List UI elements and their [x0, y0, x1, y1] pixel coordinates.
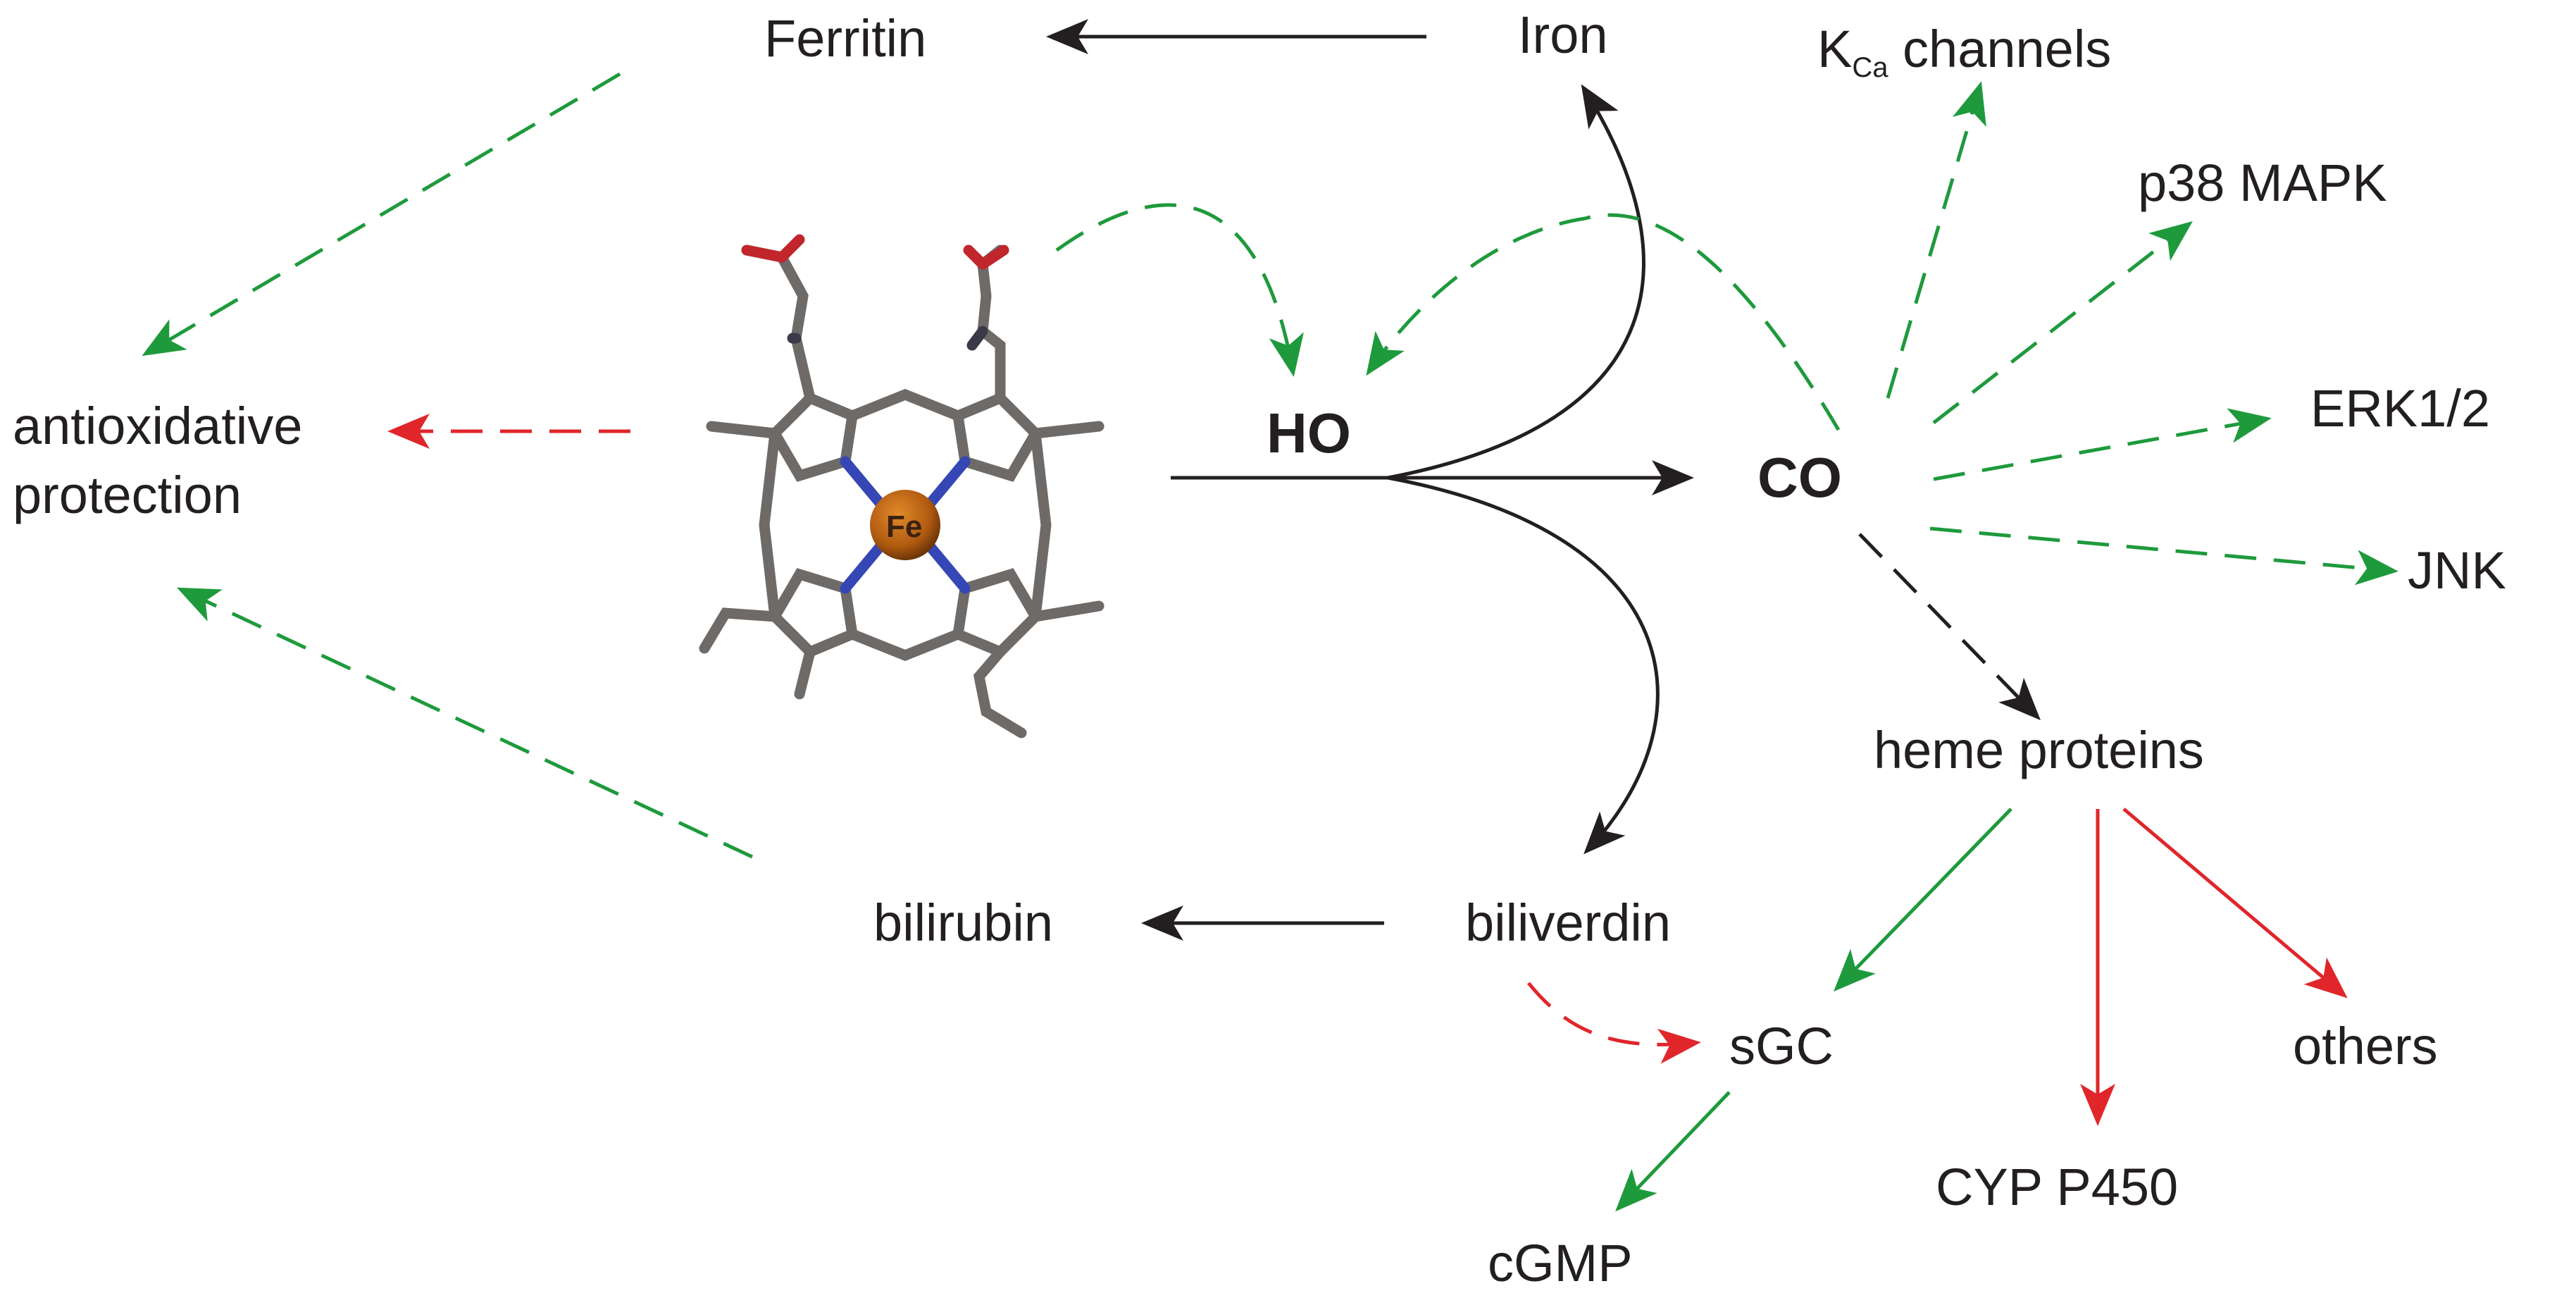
iron-label: Iron	[1518, 6, 1608, 64]
ferritin-label: Ferritin	[764, 9, 926, 68]
co-to-kca-arrow	[1886, 81, 1986, 399]
green-arrows	[142, 72, 2398, 1212]
fe-label: Fe	[886, 509, 922, 544]
p38-label: p38 MAPK	[2138, 154, 2387, 212]
ho-label: HO	[1267, 402, 1351, 464]
bilirubin-to-antioxidative-arrow	[176, 587, 754, 859]
black-arrows	[1046, 19, 2041, 941]
biliverdin-to-sgc-arrow	[1527, 982, 1701, 1064]
kca-channels-label: KCa channels	[1817, 20, 2111, 83]
heme-proteins-label: heme proteins	[1874, 721, 2204, 779]
jnk-label: JNK	[2408, 541, 2506, 600]
cyp-p450-label: CYP P450	[1936, 1158, 2178, 1216]
ferritin-to-antioxidative-arrow	[142, 72, 621, 357]
heme-proteins-to-others-arrow	[2122, 808, 2348, 999]
co-to-heme-proteins-arrow	[1858, 533, 2041, 721]
co-to-jnk-arrow	[1929, 526, 2398, 586]
heme-proteins-to-sgc-arrow	[1834, 808, 2012, 992]
co-to-p38-arrow	[1932, 221, 2193, 424]
erk-label: ERK1/2	[2310, 379, 2490, 438]
antioxidative-line2-label: protection	[13, 466, 242, 524]
co-to-erk-arrow	[1933, 408, 2272, 481]
iron-atom	[870, 490, 940, 560]
co-label: CO	[1757, 446, 1842, 509]
heme-to-ho-arrow	[1055, 203, 1304, 377]
kca-k: K	[1817, 20, 1852, 78]
kca-rest: channels	[1889, 20, 2112, 78]
sgc-to-cgmp-arrow	[1615, 1091, 1731, 1212]
bilirubin-label: bilirubin	[873, 894, 1053, 952]
biliverdin-label: biliverdin	[1465, 894, 1671, 952]
kca-sub: Ca	[1852, 52, 1889, 83]
ho-to-biliverdin-arrow	[1387, 476, 1660, 855]
cgmp-label: cGMP	[1488, 1234, 1633, 1292]
co-to-ho-arrow	[1366, 213, 1841, 431]
node-labels: Ferritin Iron KCa channels p38 MAPK ERK1…	[13, 6, 2506, 1292]
sgc-label: sGC	[1729, 1017, 1834, 1075]
ho-to-iron-arrow	[1387, 84, 1645, 480]
others-label: others	[2293, 1017, 2438, 1075]
heme-molecule-icon: Fe	[699, 234, 1105, 738]
red-arrows	[387, 414, 2348, 1126]
antioxidative-line1-label: antioxidative	[13, 397, 302, 455]
